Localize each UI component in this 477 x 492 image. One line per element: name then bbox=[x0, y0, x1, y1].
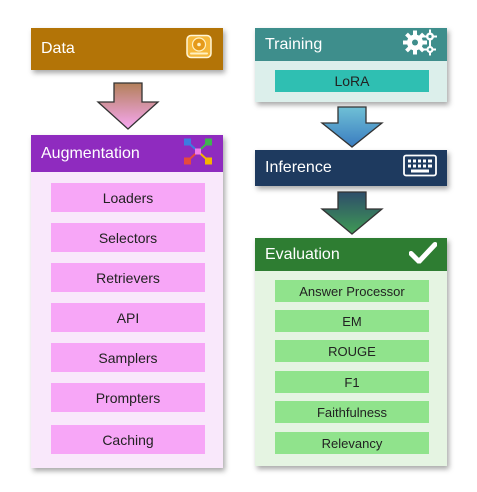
checkmark-icon bbox=[408, 241, 438, 268]
training-item-lora: LoRA bbox=[275, 70, 429, 92]
network-nodes-icon bbox=[183, 137, 213, 170]
augmentation-item-retrievers: Retrievers bbox=[51, 263, 205, 292]
augmentation-item-loaders: Loaders bbox=[51, 183, 205, 212]
evaluation-item-relevancy: Relevancy bbox=[275, 432, 429, 454]
augmentation-item-api: API bbox=[51, 303, 205, 332]
evaluation-card: Evaluation Answer Processor EM ROUGE F1 … bbox=[255, 238, 447, 466]
inference-title: Inference bbox=[265, 159, 332, 176]
keyboard-icon bbox=[403, 154, 437, 182]
data-box: Data bbox=[31, 28, 223, 70]
inference-header: Inference bbox=[255, 150, 447, 186]
gears-icon bbox=[403, 28, 437, 61]
augmentation-item-samplers: Samplers bbox=[51, 343, 205, 372]
arrow-inference-to-evaluation bbox=[320, 191, 384, 235]
evaluation-item-answer-processor: Answer Processor bbox=[275, 280, 429, 302]
arrow-data-to-augmentation bbox=[96, 82, 160, 130]
hard-drive-icon bbox=[185, 33, 213, 66]
augmentation-item-prompters: Prompters bbox=[51, 383, 205, 412]
evaluation-item-faithfulness: Faithfulness bbox=[275, 401, 429, 423]
augmentation-item-caching: Caching bbox=[51, 425, 205, 454]
augmentation-title: Augmentation bbox=[41, 144, 140, 162]
inference-box: Inference bbox=[255, 150, 447, 186]
evaluation-item-em: EM bbox=[275, 310, 429, 332]
augmentation-card: Augmentation Loaders Selectors Retriever… bbox=[31, 135, 223, 468]
augmentation-item-selectors: Selectors bbox=[51, 223, 205, 252]
evaluation-title: Evaluation bbox=[265, 245, 340, 263]
training-header: Training bbox=[255, 28, 447, 61]
evaluation-header: Evaluation bbox=[255, 238, 447, 271]
data-header: Data bbox=[31, 28, 223, 70]
data-title: Data bbox=[41, 40, 75, 57]
evaluation-item-f1: F1 bbox=[275, 371, 429, 393]
training-card: Training bbox=[255, 28, 447, 102]
arrow-training-to-inference bbox=[320, 106, 384, 148]
evaluation-item-rouge: ROUGE bbox=[275, 340, 429, 362]
training-title: Training bbox=[265, 35, 323, 53]
augmentation-header: Augmentation bbox=[31, 135, 223, 172]
